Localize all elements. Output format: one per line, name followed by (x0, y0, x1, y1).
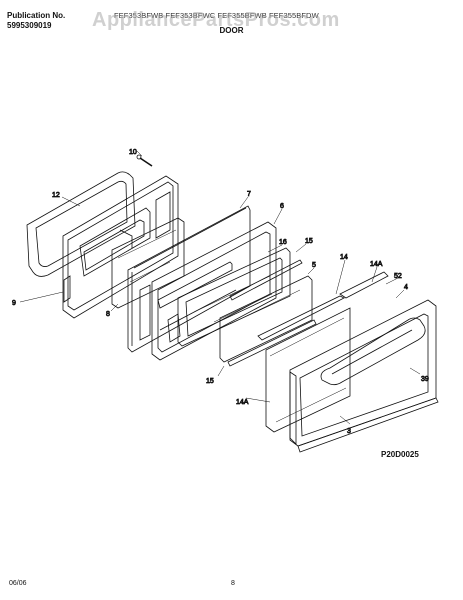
callout-4: 4 (404, 284, 408, 291)
callout-52: 52 (394, 273, 402, 280)
model-numbers: FEF353BFWB FEF353BFWC FEF355BFWB FEF355B… (114, 11, 319, 20)
part-door-handle (320, 317, 426, 386)
callout-15-lower: 15 (206, 378, 214, 385)
callout-3: 3 (347, 428, 351, 435)
callout-10: 10 (129, 149, 137, 156)
callout-14: 14 (340, 254, 348, 261)
publication-label: Publication No. (7, 11, 66, 20)
callout-9: 9 (12, 300, 16, 307)
watermark: AppliancePartsPros.com (92, 9, 340, 31)
callout-7: 7 (247, 191, 251, 198)
part-screw (136, 154, 153, 167)
part-door-gasket (26, 171, 136, 277)
callout-39: 39 (421, 376, 429, 383)
part-middle-glass (219, 275, 317, 367)
callout-12: 12 (52, 192, 60, 199)
diagram-code: P20D0025 (381, 450, 419, 459)
callout-15-upper: 15 (305, 238, 313, 245)
publication-number: 5995309019 (7, 21, 52, 30)
part-door-liner (62, 175, 179, 319)
callout-5: 5 (312, 262, 316, 269)
part-door-trim (297, 397, 439, 453)
part-door-frame (151, 221, 277, 361)
part-insulation (127, 205, 251, 353)
footer-date: 06/06 (9, 580, 27, 587)
callout-14A-lower: 14A (236, 399, 249, 406)
callout-8: 8 (106, 311, 110, 318)
publication-info: Publication No. 5995309019 (7, 11, 65, 31)
section-title: DOOR (219, 26, 244, 35)
callout-6: 6 (280, 203, 284, 210)
leader-lines (19, 150, 421, 425)
callout-14A-upper: 14A (370, 261, 383, 268)
part-outer-door-panel (289, 299, 437, 447)
footer-page-number: 8 (231, 580, 235, 587)
part-glass-retainer (177, 247, 303, 347)
callout-16: 16 (279, 239, 287, 246)
part-glass-channel (257, 271, 389, 433)
